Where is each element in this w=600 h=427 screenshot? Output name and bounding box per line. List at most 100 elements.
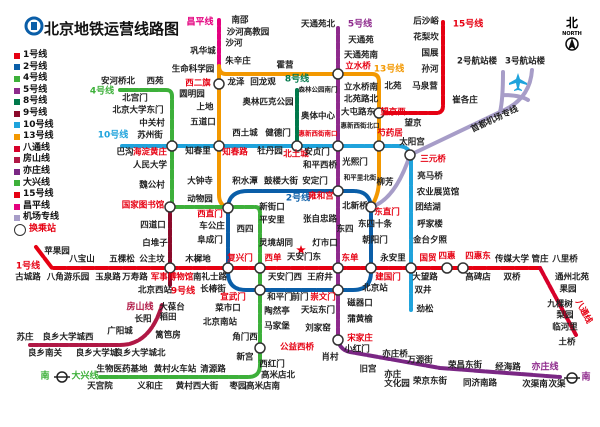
line-fangshan: [28, 303, 164, 347]
legend-label: 10号线: [23, 119, 54, 130]
transfer-station-icon: [164, 262, 176, 274]
legend-label: 昌平线: [23, 200, 51, 211]
station-label: 安定门: [302, 176, 328, 187]
legend-item: 八通线: [14, 143, 59, 155]
station-label: 三元桥: [420, 154, 446, 165]
station-label: 北新桥: [342, 201, 368, 212]
station-label: 良乡大学城: [75, 348, 119, 359]
station-label: 王府井: [307, 272, 333, 283]
station-label: 光熙门: [342, 157, 368, 168]
transfer-station-icon: [332, 334, 344, 346]
station-label: 奥林匹克公园: [242, 97, 294, 108]
station-label: 稻田: [159, 312, 177, 323]
station-label: 雍和宫: [308, 191, 334, 202]
legend-item: 大兴线: [14, 178, 59, 190]
legend-item: 2号线: [14, 62, 59, 74]
legend-item: 5号线: [14, 85, 59, 97]
station-label: 北京大学东门: [112, 105, 164, 116]
station-label: 鼓楼大街: [263, 176, 299, 187]
legend-item: 房山线: [14, 154, 59, 166]
station-label: 天坛东门: [300, 305, 336, 316]
station-label: 3号航站楼: [505, 56, 545, 67]
legend-swatch: [14, 215, 20, 222]
station-label: 天通苑: [348, 35, 374, 46]
legend-swatch: [14, 203, 20, 210]
station-label: 望京: [404, 118, 422, 129]
station-label: 天通苑北: [300, 19, 336, 30]
station-label: 次渠: [548, 379, 566, 390]
legend-item: 4号线: [14, 73, 59, 85]
station-label: 中关村: [139, 118, 165, 129]
line-label: 昌平线: [186, 17, 214, 28]
legend-label: 房山线: [23, 154, 51, 165]
station-label: 西单: [264, 253, 282, 264]
station-label: 西四: [236, 224, 254, 235]
station-label: 北京站: [362, 283, 388, 294]
line-label: 9号线: [170, 286, 196, 297]
legend-label: 1号线: [23, 50, 48, 60]
station-label: 知春路: [222, 147, 248, 158]
station-label: 呼家楼: [417, 219, 443, 230]
transfer-station-icon: [254, 284, 266, 296]
legend-swatch: [14, 133, 20, 140]
station-label: 国家图书馆: [121, 200, 165, 211]
compass-icon: [565, 37, 579, 51]
station-label: 张自忠路: [302, 214, 338, 225]
line-label: 15号线: [452, 19, 484, 30]
legend-label: 15号线: [23, 189, 54, 200]
station-label: 军事博物馆: [150, 272, 194, 283]
station-label: 后沙峪: [413, 16, 439, 27]
north-word: NORTH: [562, 31, 582, 37]
star-icon: [296, 245, 306, 254]
legend-swatch: [14, 180, 20, 187]
station-label: 黄村火车站: [153, 364, 197, 375]
station-label: 万寿路: [122, 272, 148, 283]
train-icon-daxing: [54, 371, 70, 383]
legend-label: 2号线: [23, 61, 48, 72]
transfer-station-icon: [404, 149, 416, 161]
station-label: 西苑: [146, 76, 164, 87]
legend-swatch: [14, 191, 20, 198]
legend-swatch: [14, 168, 20, 175]
station-label: 双井: [414, 285, 432, 296]
station-label: 劲松: [416, 304, 434, 315]
station-label: 北京西站: [137, 285, 173, 296]
transfer-station-icon: [213, 140, 225, 152]
station-label: 广阳城: [107, 326, 133, 337]
station-label: 蒲黄榆: [347, 314, 373, 325]
station-label: 磁器口: [347, 298, 373, 309]
station-label: 灯市口: [312, 238, 338, 249]
legend-item: 13号线: [14, 131, 59, 143]
station-label: 森林公园南门: [298, 85, 338, 94]
station-label: 金台夕照: [412, 235, 448, 246]
logo-icon: [24, 16, 44, 36]
station-label: 古城路: [15, 272, 41, 283]
line-label: 8号线: [284, 74, 310, 85]
station-label: 知春里: [185, 146, 211, 157]
station-label: 西二旗: [185, 78, 211, 89]
station-label: 天通苑南: [343, 50, 379, 61]
transfer-station-icon: [222, 202, 234, 214]
transfer-icon: [14, 223, 26, 236]
station-label: 大钟寺: [187, 176, 213, 187]
legend-item: 机场专线: [14, 212, 59, 224]
line-label: 13号线: [373, 64, 405, 75]
station-label: 建国门: [375, 272, 401, 283]
station-label: 传媒大学: [494, 254, 530, 265]
station-label: 荣京东街: [412, 376, 448, 387]
legend-item: 昌平线: [14, 201, 59, 213]
station-label: 经海路: [495, 362, 521, 373]
station-label: 刘家窑: [305, 323, 331, 334]
station-label: 长阳: [134, 314, 152, 325]
station-label: 永安里: [380, 253, 406, 264]
station-label: 荣昌东街: [447, 360, 483, 371]
transfer-station-icon: [213, 78, 225, 90]
station-label: 孙河: [421, 64, 439, 75]
transfer-station-icon: [222, 262, 234, 274]
station-label: 亮马桥: [417, 171, 443, 182]
station-label: 南礼士路: [192, 272, 228, 283]
station-label: 健德门: [265, 128, 291, 139]
